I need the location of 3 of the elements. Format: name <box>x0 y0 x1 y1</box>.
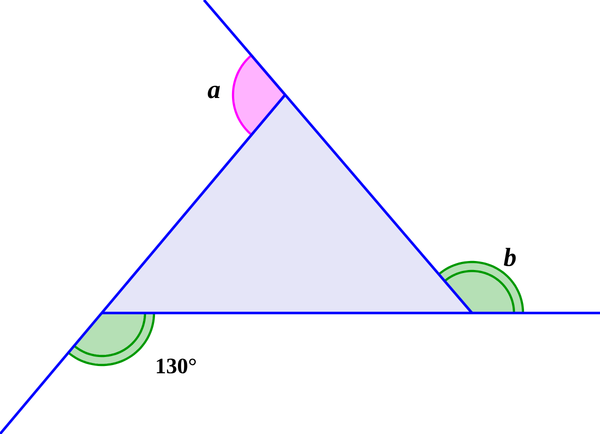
angle-label: b <box>504 248 516 266</box>
angle-label: 130° <box>156 358 196 374</box>
angle-label: a <box>208 86 220 98</box>
